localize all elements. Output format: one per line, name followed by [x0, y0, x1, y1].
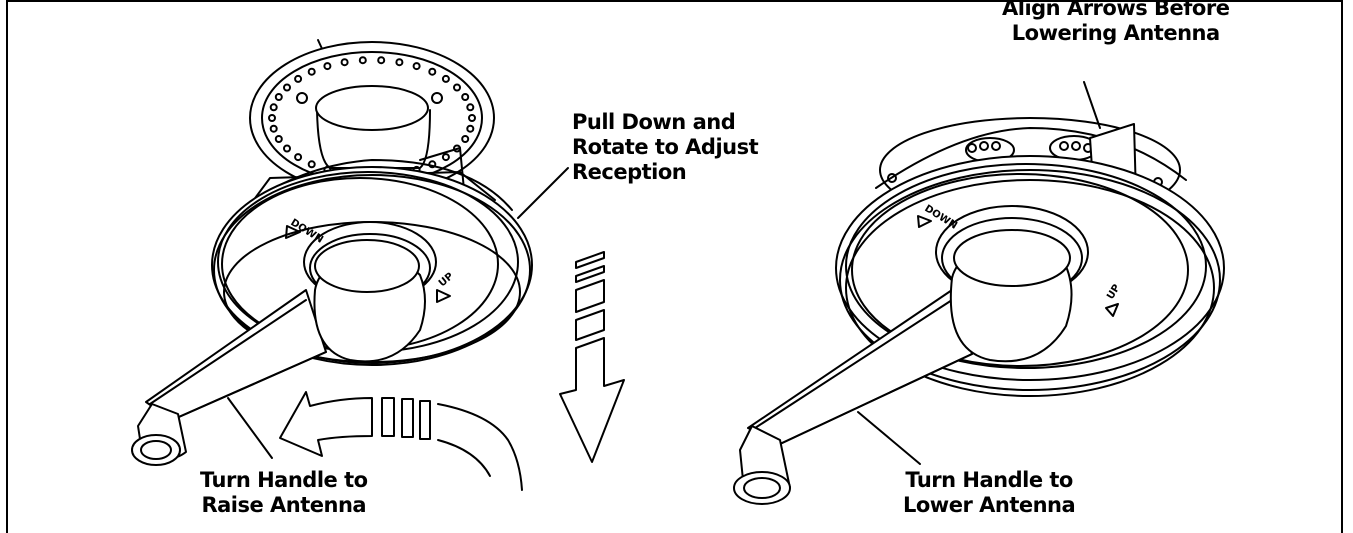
plate-hole	[274, 135, 283, 143]
plate-hole	[468, 114, 476, 122]
plate-hole	[461, 135, 470, 143]
align-arrows-callout: Align Arrows Before Lowering Antenna	[1002, 0, 1230, 46]
plate-hole	[453, 83, 461, 92]
plate-hole	[412, 62, 421, 71]
turn-raise-line-1: Turn Handle to	[200, 468, 368, 492]
plate-hole	[283, 83, 291, 92]
plate-hole	[268, 114, 276, 122]
pull-down-callout: Pull Down and Rotate to Adjust Reception	[572, 110, 759, 185]
plate-hole	[269, 124, 278, 133]
plate-hole	[294, 74, 303, 83]
plate-hole	[377, 56, 386, 65]
plate-hole	[395, 58, 404, 67]
turn-lower-line-2: Lower Antenna	[903, 493, 1076, 517]
turn-raise-callout: Turn Handle to Raise Antenna	[200, 468, 368, 518]
plate-hole	[283, 144, 291, 153]
plate-hole	[340, 58, 349, 67]
plate-hole	[358, 56, 367, 65]
pull-down-line-3: Reception	[572, 160, 687, 184]
pull-down-line-2: Rotate to Adjust	[572, 135, 759, 159]
rotate-arrow	[279, 391, 523, 491]
plate-hole	[466, 103, 475, 112]
plate-hole	[461, 93, 470, 101]
plate-holes	[268, 56, 476, 180]
diagram-frame	[6, 0, 1343, 533]
plate-hole	[274, 93, 283, 101]
turn-raise-line-2: Raise Antenna	[201, 493, 367, 517]
right-antenna-mount	[733, 81, 1225, 505]
turn-lower-line-1: Turn Handle to	[905, 468, 1073, 492]
plate-hole	[323, 62, 332, 71]
plate-hole	[307, 160, 316, 169]
align-arrows-line-2: Lowering Antenna	[1011, 21, 1220, 45]
plate-hole	[428, 67, 437, 76]
plate-hole	[441, 153, 450, 162]
plate-hole	[307, 67, 316, 76]
pull-down-arrow	[559, 251, 625, 463]
plate-hole	[466, 124, 475, 133]
plate-hole	[269, 103, 278, 112]
align-arrows-line-1: Align Arrows Before	[1002, 0, 1230, 20]
plate-hole	[441, 74, 450, 83]
pull-down-line-1: Pull Down and	[572, 110, 736, 134]
plate-hole	[294, 153, 303, 162]
left-antenna-mount	[131, 39, 569, 466]
turn-lower-callout: Turn Handle to Lower Antenna	[903, 468, 1076, 518]
